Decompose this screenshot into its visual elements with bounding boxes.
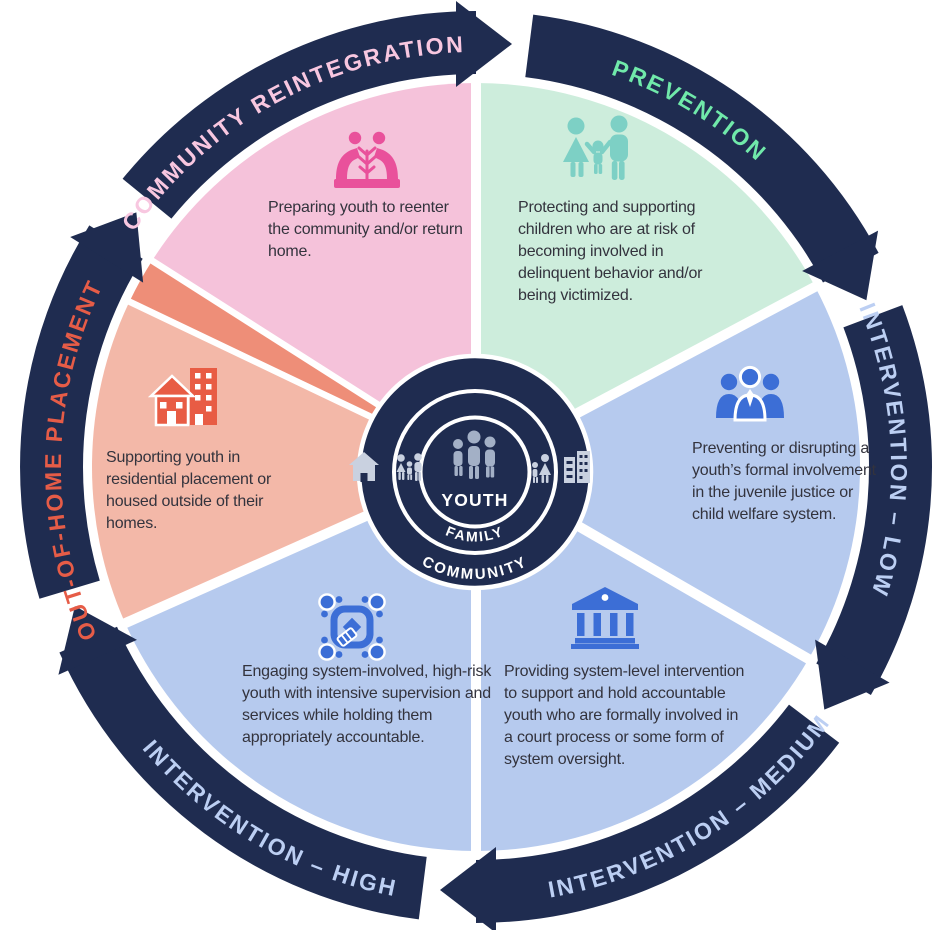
flow-arrow: [802, 230, 879, 301]
family-holding-hands-icon: [563, 115, 628, 180]
wedge-divider: [123, 296, 388, 427]
hub-label-family: FAMILY: [444, 523, 507, 545]
center-hub: YOUTH FAMILY COMMUNITY: [349, 353, 594, 591]
description-out-of-home-placement: Supporting youth in residential placemen…: [106, 449, 272, 533]
segment-icons: [147, 115, 784, 661]
ring-band-segment: [525, 14, 879, 283]
ring-band-segment: [59, 626, 427, 920]
flow-arrow: [58, 606, 137, 675]
wedge-dividers: [118, 78, 822, 856]
flow-arrow: [440, 847, 496, 930]
family-trio-icon: [396, 453, 422, 481]
wedge-divider: [561, 279, 822, 425]
hub-label-youth: YOUTH: [441, 490, 508, 510]
roundtable-supervision-icon: [318, 593, 386, 661]
people-group-icon: [716, 365, 784, 422]
outer-arrow-ring: [20, 10, 933, 923]
description-intervention-high: Engaging system-involved, high-risk yout…: [242, 663, 492, 747]
parent-child-icon: [532, 454, 551, 483]
ring-band-segment: [122, 10, 476, 219]
buildings-icon: [564, 451, 590, 483]
description-prevention: Protecting and supporting children who a…: [518, 199, 703, 305]
courthouse-icon: [571, 587, 639, 649]
wedge-out-of-home: [91, 301, 476, 624]
ring-band-segment: [20, 225, 143, 599]
flow-arrow: [70, 212, 144, 283]
hub-family-circle: [392, 389, 558, 555]
wedge-divider: [118, 503, 387, 630]
description-intervention-medium: Providing system-level intervention to s…: [504, 663, 745, 769]
wedge-high: [125, 467, 476, 852]
ring-band-segment: [476, 704, 840, 923]
wedge-divider: [560, 512, 816, 666]
planting-together-icon: [334, 131, 400, 188]
flow-arrow: [815, 639, 890, 710]
wedge-divider: [146, 255, 394, 417]
youth-trio-icon: [453, 430, 496, 479]
description-community-reintegration: Preparing youth to reenter the community…: [268, 199, 463, 261]
flow-arrow: [456, 1, 512, 87]
wedge-medium: [476, 467, 809, 851]
house-icon: [349, 452, 379, 482]
house-and-building-icon: [147, 368, 217, 427]
flow-arrows: [58, 1, 890, 930]
description-intervention-low: Preventing or disrupting a youth’s forma…: [692, 440, 876, 524]
wedge-prevention: [476, 82, 816, 467]
segment-wedges: [91, 82, 861, 852]
hub-youth-circle: [418, 415, 532, 529]
ring-band-segment: [816, 305, 933, 695]
